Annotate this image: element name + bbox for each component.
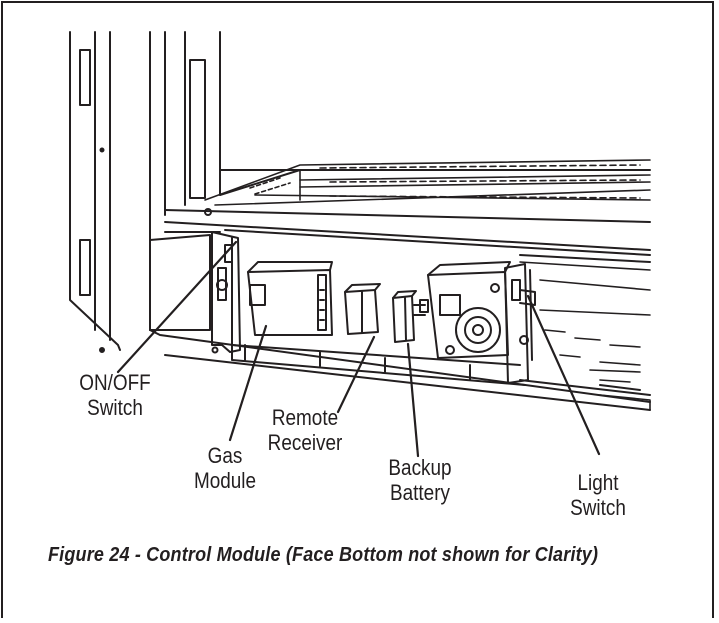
callout-gas-module-line-1: Gas xyxy=(207,443,243,468)
remote-receiver-part xyxy=(344,283,381,335)
callout-on-off-switch: ON/OFF Switch xyxy=(68,370,163,420)
figure-caption: Figure 24 - Control Module (Face Bottom … xyxy=(48,544,599,566)
light-switch-part xyxy=(504,263,536,384)
left-wall xyxy=(69,31,166,353)
leader-lines xyxy=(116,240,601,458)
callout-gas-module-line-2: Module xyxy=(193,468,257,493)
callout-on-off-switch-line-1: ON/OFF xyxy=(79,370,151,395)
back-wall xyxy=(184,31,651,206)
callout-remote-receiver: Remote Receiver xyxy=(253,405,356,455)
gas-valve-part xyxy=(419,261,511,359)
louvered-top xyxy=(204,159,651,206)
callout-backup-battery-line-2: Battery xyxy=(390,480,450,505)
backup-battery-part xyxy=(392,290,426,343)
callout-light-switch-line-1: Light xyxy=(577,470,619,495)
callout-backup-battery-line-1: Backup xyxy=(388,455,452,480)
gas-module-part xyxy=(247,261,333,336)
callout-backup-battery: Backup Battery xyxy=(377,455,463,505)
callout-light-switch-line-2: Switch xyxy=(570,495,626,520)
callout-gas-module: Gas Module xyxy=(178,443,273,493)
callout-remote-receiver-line-1: Remote xyxy=(271,405,339,430)
right-mechanics xyxy=(519,261,651,411)
callout-light-switch: Light Switch xyxy=(555,470,641,520)
front-rail xyxy=(164,208,651,263)
callout-on-off-switch-line-2: Switch xyxy=(87,395,143,420)
on-off-switch-part xyxy=(211,231,241,353)
callout-remote-receiver-line-2: Receiver xyxy=(267,430,343,455)
